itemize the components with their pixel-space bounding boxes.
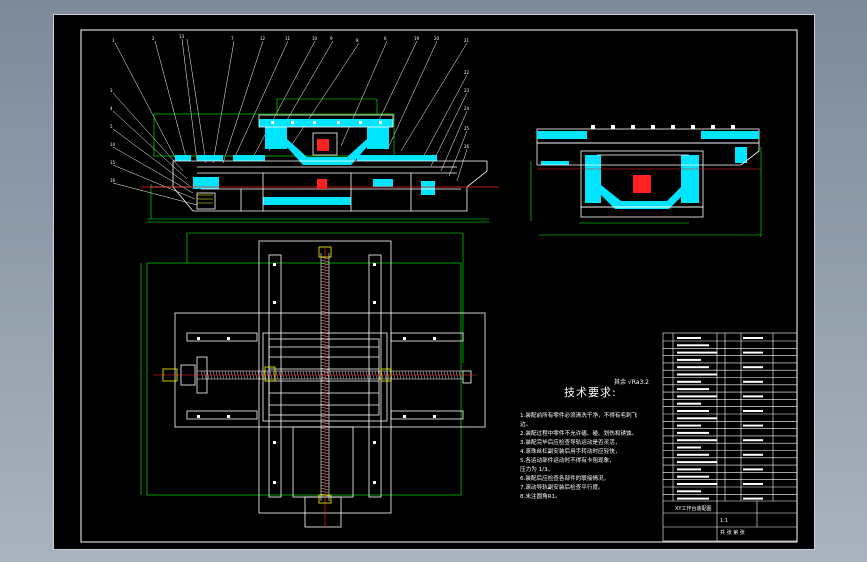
svg-text:1: 1 [112,38,115,43]
title-block [662,332,798,542]
svg-text:7: 7 [231,36,234,41]
svg-text:8: 8 [356,38,359,43]
technical-requirements-title: 技术要求: [564,386,617,399]
svg-text:11: 11 [285,36,291,41]
requirement-item: 8.未注圆角R1。 [520,494,561,500]
svg-text:3: 3 [110,88,113,93]
requirement-item: 压力为 1/3。 [520,467,554,473]
svg-text:10: 10 [312,36,318,41]
svg-text:5: 5 [110,124,113,129]
requirement-item: 3.装配完毕后应检查导轨运动是否灵活， [520,440,621,446]
requirement-item: 7.滚动导轨副安装后检查平行度。 [520,485,604,491]
requirement-item: 5.各运动部件运动时不得有卡阻现象， [520,458,615,464]
top-plan-view [140,232,486,528]
side-section-view [530,125,762,237]
svg-text:21: 21 [464,38,470,43]
svg-text:13: 13 [179,34,185,39]
svg-text:20: 20 [434,36,440,41]
requirement-item: 6.装配后应检查各部件的联接情况， [520,476,610,482]
requirement-item: 1.装配前所有零件必须清洗干净，不得有毛刺飞 [520,413,638,419]
svg-text:2: 2 [152,36,155,41]
svg-text:26: 26 [464,144,470,149]
svg-text:6: 6 [384,36,387,41]
requirement-item: 边。 [520,422,532,428]
requirement-item: 2.装配过程中零件不允许磕、碰、划伤和锈蚀。 [520,431,638,437]
drawing-title: XY工作台装配图 [675,506,712,512]
requirement-item: 4.滚珠丝杠副安装后用手转动时应轻快， [520,449,621,455]
svg-text:25: 25 [464,126,470,131]
svg-text:9: 9 [330,36,333,41]
requirements-list: 1.装配前所有零件必须清洗干净，不得有毛刺飞 边。 2.装配过程中零件不允许磕、… [520,412,670,502]
scale-label: 1:1 [720,518,729,524]
svg-text:4: 4 [110,106,113,111]
svg-text:16: 16 [110,178,116,183]
drawing-frame [80,29,798,543]
surface-roughness-note: 其余 √Ra3.2 [614,379,649,386]
svg-text:24: 24 [464,106,470,111]
svg-text:22: 22 [464,70,470,75]
sheet-info: 共 张 第 张 [720,530,745,536]
svg-text:19: 19 [414,36,420,41]
svg-text:23: 23 [464,88,470,93]
svg-text:12: 12 [260,36,266,41]
svg-text:14: 14 [110,142,116,147]
svg-text:15: 15 [110,160,116,165]
